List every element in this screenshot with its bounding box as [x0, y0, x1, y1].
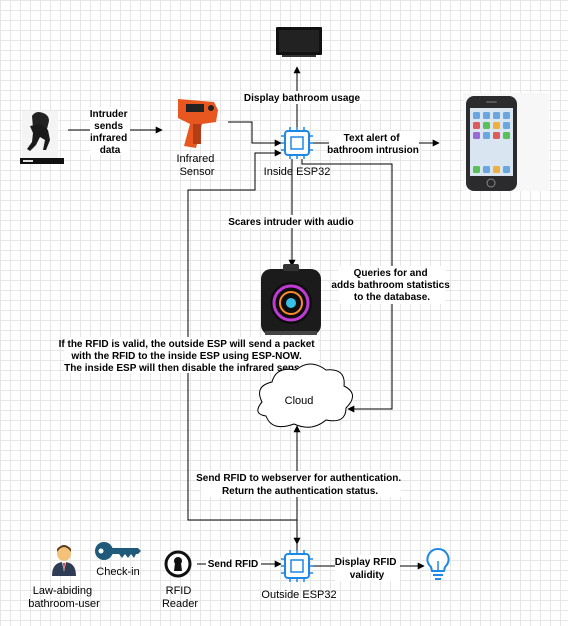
label-bg	[90, 107, 130, 155]
label-bg	[64, 337, 318, 373]
label-send-webserver: Send RFID to webserver for authenticatio…	[196, 473, 404, 497]
rfid-reader-label: RFID Reader	[162, 585, 198, 610]
speaker-icon	[261, 264, 321, 335]
label-bg	[243, 91, 361, 104]
label-send-rfid: Send RFID	[208, 559, 259, 570]
outside-esp32-label: Outside ESP32	[261, 589, 336, 601]
label-bg	[229, 215, 353, 228]
label-text-alert: Text alert of bathroom intrusion	[327, 133, 419, 156]
smartphone-icon	[463, 93, 549, 191]
infrared-sensor-label: Infrared Sensor	[177, 153, 218, 178]
key-icon	[95, 542, 141, 560]
person-icon	[52, 545, 76, 576]
edge-inside-esp-to-cloud	[301, 159, 393, 413]
label-bg	[338, 266, 446, 304]
label-display-validity: Display RFID validity	[335, 557, 399, 581]
cloud-icon	[257, 363, 353, 428]
esp32-chip-icon	[281, 550, 313, 582]
cloud-label: Cloud	[285, 395, 314, 407]
label-bg	[201, 471, 401, 497]
intruder-caption: Intruder sends infrared data	[90, 109, 131, 156]
label-display-usage: Display bathroom usage	[244, 93, 361, 104]
label-bg	[206, 557, 261, 570]
inside-esp32-label: Inside ESP32	[264, 166, 331, 178]
bathroom-user-label: Law-abiding bathroom-user	[28, 585, 100, 610]
label-rfid-valid: If the RFID is valid, the outside ESP wi…	[59, 339, 318, 374]
tv-icon	[276, 27, 322, 57]
intruder-icon	[20, 111, 64, 164]
esp32-chip-icon	[281, 127, 313, 159]
infrared-thermometer-icon	[178, 99, 218, 148]
rfid-reader-icon	[164, 550, 192, 578]
label-bg	[329, 131, 419, 155]
label-scares-intruder: Scares intruder with audio	[228, 217, 354, 228]
label-queries: Queries for and adds bathroom statistics…	[331, 268, 452, 303]
edge-sensor-to-inside-esp	[228, 121, 282, 147]
label-bg	[335, 555, 400, 581]
lightbulb-icon	[426, 548, 450, 580]
check-in-label: Check-in	[96, 566, 139, 578]
